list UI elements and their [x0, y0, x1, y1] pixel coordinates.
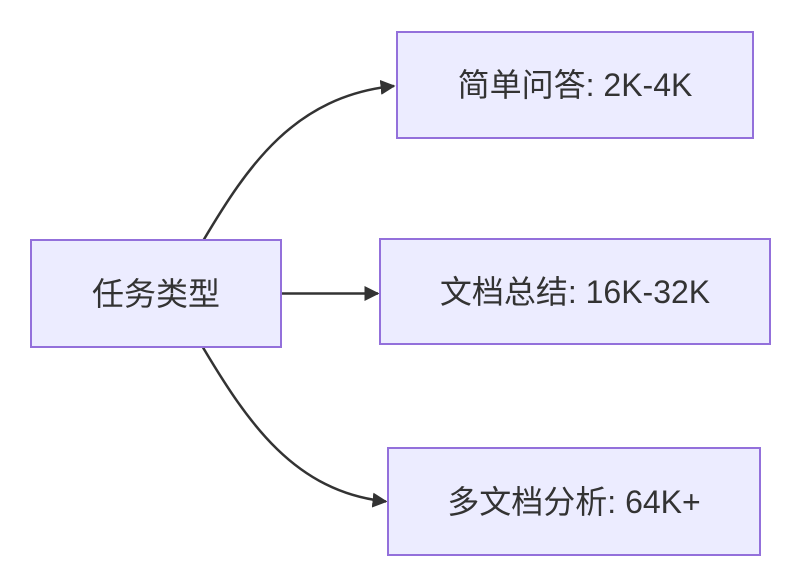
- node-simple-qa: 简单问答: 2K-4K: [396, 31, 754, 139]
- node-task-type: 任务类型: [30, 239, 282, 348]
- node-task-type-box: [30, 239, 282, 348]
- node-multidoc-analysis-label: 多文档分析: 64K+: [447, 484, 700, 520]
- node-multidoc-analysis: 多文档分析: 64K+: [387, 447, 761, 556]
- edges-group: [201, 79, 396, 508]
- node-multidoc-analysis-box: [387, 447, 761, 556]
- edge-task-type-to-simple-qa: [201, 79, 396, 242]
- edge-task-type-to-multidoc-analysis: [201, 346, 388, 508]
- node-simple-qa-label: 简单问答: 2K-4K: [458, 67, 693, 103]
- node-doc-summary-label: 文档总结: 16K-32K: [440, 274, 710, 310]
- node-doc-summary-box: [379, 238, 771, 345]
- node-simple-qa-box: [396, 31, 754, 139]
- node-task-type-label: 任务类型: [92, 276, 220, 312]
- node-doc-summary: 文档总结: 16K-32K: [379, 238, 771, 345]
- nodes-group: 任务类型 简单问答: 2K-4K 文档总结: 16K-32K 多文档分析: 64…: [30, 31, 771, 556]
